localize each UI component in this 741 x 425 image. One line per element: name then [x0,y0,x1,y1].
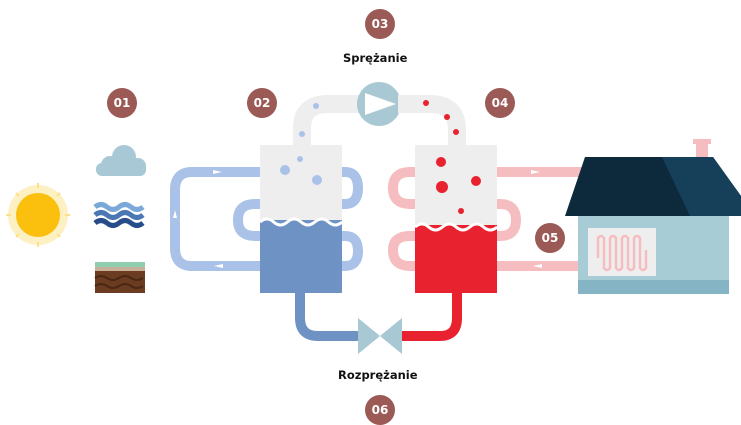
house-icon [565,139,741,294]
vapor-line-cold [293,95,362,145]
radiator-coil [596,234,648,272]
compressor-icon [357,82,401,126]
sun-icon [6,183,70,247]
ground-icon [94,262,145,293]
liquid-line-hot [402,293,462,341]
step-badge-02: 02 [247,88,277,118]
step-badge-05: 05 [535,223,565,253]
liquid-line-cold [295,293,358,341]
evaporator-tank [259,145,344,293]
expansion-label: Rozprężanie [338,368,418,382]
vapor-bubbles [299,103,319,137]
step-number: 05 [541,231,559,245]
step-number: 04 [491,96,509,110]
cloud-icon [96,145,146,176]
step-badge-06: 06 [365,395,395,425]
step-number: 03 [371,17,389,31]
water-icon [93,202,145,228]
vapor-line-hot [398,95,466,145]
step-number: 02 [253,96,271,110]
step-badge-03: 03 [365,9,395,39]
expansion-valve-icon [358,318,402,354]
evaporator-loop-pipe [170,167,363,271]
step-badge-01: 01 [107,88,137,118]
compression-label: Sprężanie [343,51,408,65]
step-number: 01 [113,96,131,110]
flow-arrow-icon [173,170,223,268]
condenser-tank [414,145,499,293]
step-badge-04: 04 [485,88,515,118]
step-number: 06 [371,403,389,417]
